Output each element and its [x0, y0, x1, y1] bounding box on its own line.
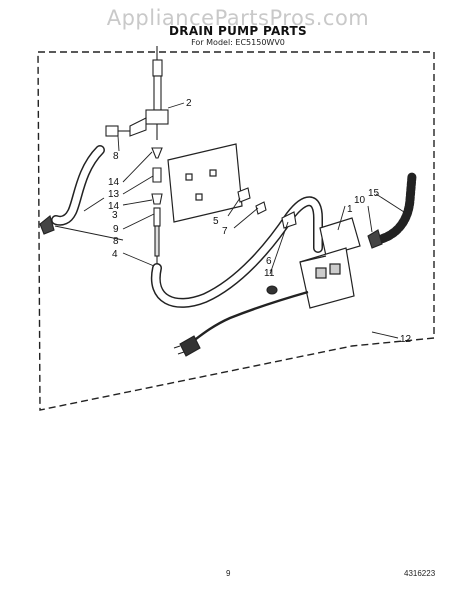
model-subtitle: For Model: EC5150WV0: [191, 38, 285, 47]
callout-1: 1: [347, 204, 353, 215]
callout-14a: 14: [108, 177, 120, 188]
callout-8b: 8: [113, 236, 119, 247]
callout-12: 12: [400, 334, 412, 345]
power-plug: [173, 335, 201, 357]
callout-9: 9: [113, 224, 119, 235]
callout-14b: 14: [108, 201, 120, 212]
mounting-plate: [167, 143, 243, 223]
standpipe: [145, 46, 169, 140]
dashed-boundary: [37, 51, 435, 411]
callout-11: 11: [264, 268, 275, 279]
page-number: 9: [226, 569, 231, 578]
pump-motor: [299, 217, 361, 309]
callout-15: 15: [368, 188, 380, 199]
elbow-fitting: [105, 117, 147, 137]
clamp-stack: [151, 147, 163, 268]
power-cord: [191, 290, 309, 343]
callout-2: 2: [186, 98, 192, 109]
leader-lines: [54, 102, 405, 339]
outlet-clamp: [367, 229, 383, 249]
callout-13: 13: [108, 189, 120, 200]
callout-3: 3: [112, 210, 118, 221]
callout-5: 5: [213, 216, 219, 227]
callout-8a: 8: [113, 151, 119, 162]
callout-7: 7: [222, 226, 228, 237]
hose-clamp-left: [39, 215, 55, 235]
diagram-title: DRAIN PUMP PARTS: [169, 24, 307, 38]
callout-4: 4: [112, 249, 118, 260]
callout-10: 10: [354, 195, 366, 206]
watermark: AppliancePartsPros.com: [106, 6, 370, 30]
callout-6: 6: [266, 256, 272, 267]
outlet-hose: [373, 171, 417, 245]
document-number: 4316223: [404, 569, 436, 578]
